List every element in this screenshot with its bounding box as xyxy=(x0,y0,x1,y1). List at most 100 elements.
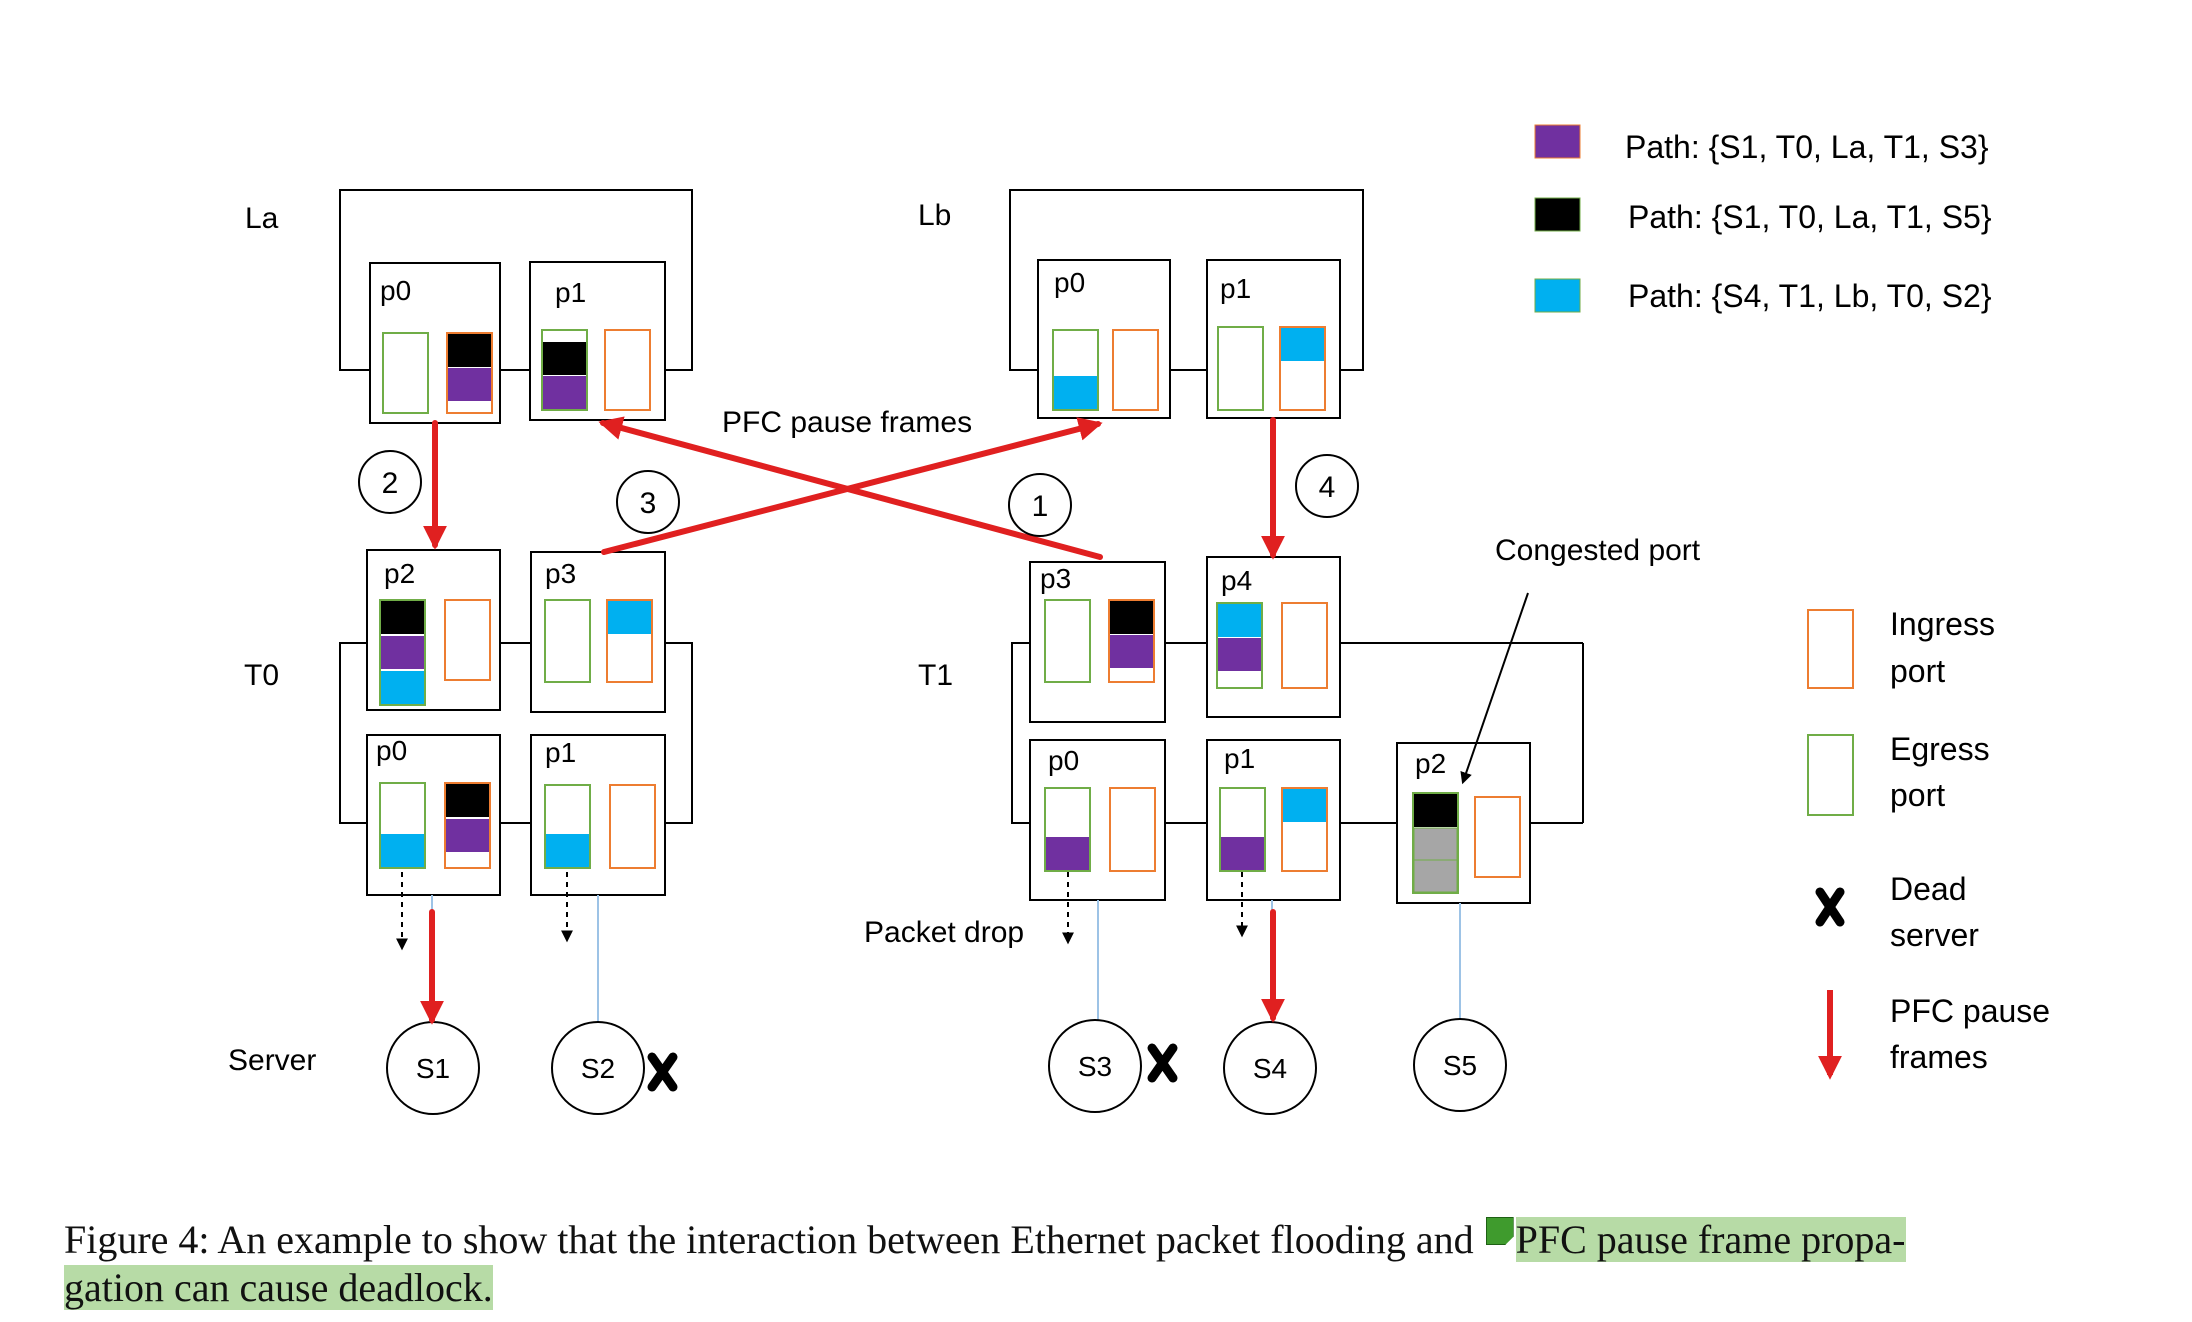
ingress-queue xyxy=(1112,329,1159,411)
port-t0-p2: p2 xyxy=(366,549,501,711)
egress-queue xyxy=(382,332,429,414)
port-t1-p1: p1 xyxy=(1206,739,1341,901)
packet-black xyxy=(1110,601,1153,634)
port-label: p2 xyxy=(1415,748,1446,779)
server-s2: S2 xyxy=(551,1021,645,1115)
pfc-pause-frames-label: PFC pause frames xyxy=(722,406,972,439)
packet-black xyxy=(448,334,491,367)
packet-drop-label: Packet drop xyxy=(864,916,1024,949)
comment-note-icon[interactable] xyxy=(1485,1217,1514,1245)
port-label: p1 xyxy=(545,737,576,768)
dead-x-icon xyxy=(647,1052,678,1092)
server-label: S5 xyxy=(1443,1050,1477,1081)
legend-dead-x-icon xyxy=(1815,887,1845,927)
packet-purple xyxy=(1218,638,1261,671)
figure-caption: Figure 4: An example to show that the in… xyxy=(64,1216,2124,1312)
server-s1: S1 xyxy=(386,1021,480,1115)
packet-cyan xyxy=(546,834,589,867)
step-circle-4: 4 xyxy=(1295,454,1359,518)
server-label: S1 xyxy=(416,1053,450,1084)
packet-drop-arrows xyxy=(396,872,1248,951)
packet-purple xyxy=(543,376,586,409)
switch-label-t1: T1 xyxy=(918,659,953,692)
legend-dead-line1: Dead xyxy=(1890,871,1967,907)
port-label: p1 xyxy=(1224,743,1255,774)
pfc-arrows xyxy=(420,416,1285,1025)
port-label: p0 xyxy=(1048,745,1079,776)
legend-egress-line1: Egress xyxy=(1890,731,1990,767)
ingress-queue xyxy=(444,599,491,681)
packet-cyan xyxy=(608,601,651,634)
ingress-queue xyxy=(1474,796,1521,878)
switch-label-t0: T0 xyxy=(244,659,279,692)
port-t0-p0: p0 xyxy=(366,734,501,896)
port-label: p2 xyxy=(384,558,415,589)
server-label: S3 xyxy=(1078,1051,1112,1082)
packet-cyan xyxy=(1283,789,1326,822)
packet-purple xyxy=(448,368,491,401)
caption-highlight-line2: gation can cause deadlock. xyxy=(64,1265,493,1310)
switch-lb: Lb xyxy=(918,189,1364,371)
switch-la: La xyxy=(245,189,693,371)
caption-highlight-line1: PFC pause frame propa- xyxy=(1515,1217,1906,1262)
server-row-label: Server xyxy=(228,1044,316,1077)
port-t1-p2: p2 xyxy=(1396,742,1531,904)
port-t1-p0: p0 xyxy=(1029,739,1166,901)
port-label: p1 xyxy=(1220,273,1251,304)
legend-ingress-line1: Ingress xyxy=(1890,606,1995,642)
packet-black xyxy=(446,784,489,817)
legend-dead-line2: server xyxy=(1890,917,1979,953)
legend-path-1: Path: {S1, T0, La, T1, S3} xyxy=(1625,129,1989,165)
port-t0-p1: p1 xyxy=(530,734,666,896)
port-label: p1 xyxy=(555,277,586,308)
legend-ingress-swatch xyxy=(1807,609,1854,689)
port-label: p4 xyxy=(1221,565,1252,596)
server-label: S2 xyxy=(581,1053,615,1084)
pfc-arrow-3 xyxy=(601,417,1103,555)
server-label: S4 xyxy=(1253,1053,1287,1084)
step-number: 4 xyxy=(1319,471,1336,504)
port-label: p3 xyxy=(545,558,576,589)
ingress-queue xyxy=(609,784,656,869)
packet-black xyxy=(543,342,586,375)
legend-pfc-line1: PFC pause xyxy=(1890,993,2050,1029)
legend-egress-swatch xyxy=(1807,734,1854,816)
legend-ingress-line2: port xyxy=(1890,653,1945,689)
port-lb-p1: p1 xyxy=(1206,259,1341,419)
legend-swatch-cyan xyxy=(1534,278,1581,313)
legend-egress-line2: port xyxy=(1890,777,1945,813)
legend-paths: Path: {S1, T0, La, T1, S3} Path: {S1, T0… xyxy=(1534,124,1992,314)
port-t0-p3: p3 xyxy=(530,551,666,713)
packet-purple xyxy=(1110,635,1153,668)
step-circle-3: 3 xyxy=(616,470,680,534)
port-la-p0: p0 xyxy=(369,262,501,424)
legend-path-3: Path: {S4, T1, Lb, T0, S2} xyxy=(1628,278,1992,314)
packet-cyan xyxy=(1054,376,1097,409)
server-links xyxy=(431,895,1461,1022)
switch-label-la: La xyxy=(245,202,279,235)
congested-port-pointer xyxy=(1460,592,1529,785)
legend-pfc-line2: frames xyxy=(1890,1039,1988,1075)
port-label: p0 xyxy=(376,735,407,766)
packet-purple xyxy=(1046,837,1089,870)
packet-cyan xyxy=(381,671,424,704)
egress-queue xyxy=(544,599,591,683)
port-t1-p4: p4 xyxy=(1206,556,1341,718)
port-lb-p0: p0 xyxy=(1037,259,1171,419)
egress-queue xyxy=(1044,599,1091,683)
legend-swatch-purple xyxy=(1534,124,1581,159)
step-number: 2 xyxy=(382,467,399,500)
legend-swatch-black xyxy=(1534,197,1581,232)
step-circle-1: 1 xyxy=(1008,473,1072,537)
packet-cyan xyxy=(381,834,424,867)
step-number: 3 xyxy=(640,487,657,520)
step-number: 1 xyxy=(1032,490,1049,523)
packet-gray xyxy=(1413,827,1458,861)
packet-purple xyxy=(446,819,489,852)
port-label: p0 xyxy=(1054,267,1085,298)
ingress-queue xyxy=(1281,602,1328,689)
port-t1-p3: p3 xyxy=(1029,561,1166,723)
legend-path-2: Path: {S1, T0, La, T1, S5} xyxy=(1628,199,1992,235)
packet-cyan xyxy=(1281,328,1324,361)
